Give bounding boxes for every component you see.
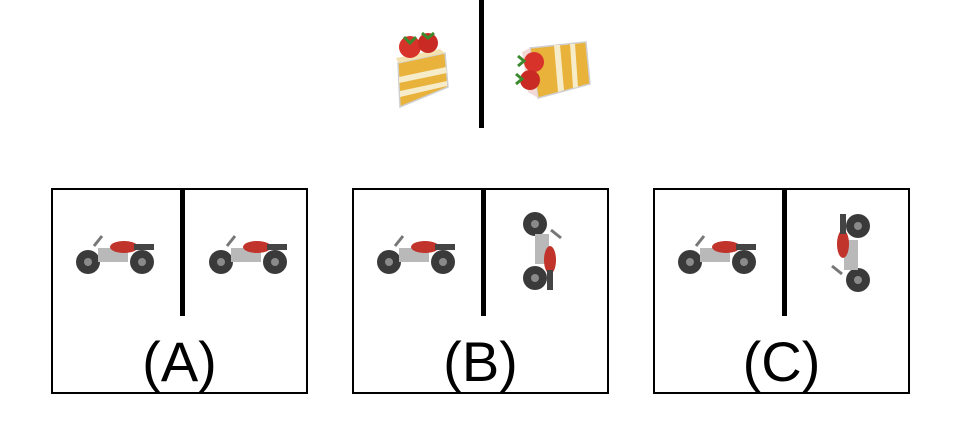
option-a[interactable]: (A)	[51, 188, 308, 394]
motorcycle-icon	[377, 235, 455, 274]
motorcycle-icon	[209, 235, 287, 274]
strawberry-cake-slice-rotated-icon	[515, 41, 591, 99]
motorcycle-icon	[678, 235, 756, 274]
option-c[interactable]: (C)	[653, 188, 910, 394]
example-divider	[479, 0, 484, 128]
motorcycle-rotated-cw-icon	[523, 212, 562, 290]
option-divider	[782, 190, 787, 316]
option-b-label: (B)	[443, 330, 518, 393]
option-b[interactable]: (B)	[352, 188, 609, 394]
option-divider	[481, 190, 486, 316]
option-divider	[180, 190, 185, 316]
option-c-label: (C)	[742, 330, 821, 393]
option-a-label: (A)	[142, 330, 217, 393]
strawberry-cake-slice-icon	[396, 31, 449, 109]
motorcycle-rotated-ccw-icon	[831, 214, 870, 292]
motorcycle-icon	[76, 235, 154, 274]
